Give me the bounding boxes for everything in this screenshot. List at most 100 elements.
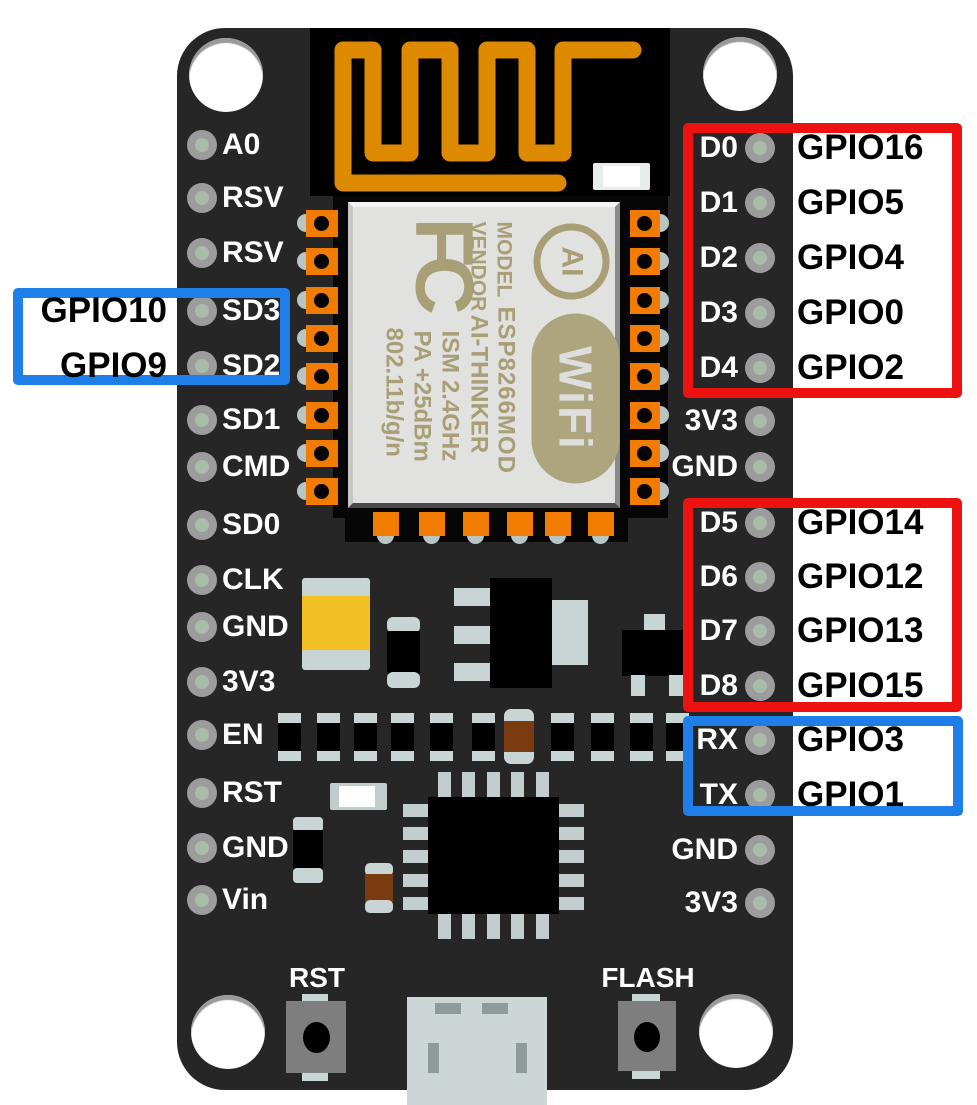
pin-hole-left-clk bbox=[187, 565, 217, 595]
pin-label-right-d6: D6 bbox=[699, 560, 738, 593]
pin-hole-left-sd3 bbox=[187, 296, 217, 326]
pin-hole-core bbox=[753, 361, 767, 375]
rst-button-tab-top bbox=[302, 994, 328, 1003]
black-cap-band-top bbox=[387, 617, 420, 633]
gpio-label-gpio15: GPIO15 bbox=[797, 666, 924, 705]
pin-label-left-a0: A0 bbox=[222, 128, 261, 161]
sot23-transistor-body bbox=[622, 630, 684, 676]
module-pad-via bbox=[314, 408, 329, 423]
pin-hole-core bbox=[753, 570, 767, 584]
ic-leg bbox=[403, 850, 428, 863]
pin-label-left-vin: Vin bbox=[222, 883, 269, 916]
pin-hole-right-d6 bbox=[745, 562, 775, 592]
usb-shell-tab bbox=[428, 1043, 439, 1073]
usb-shell-tab bbox=[516, 1043, 527, 1073]
module-castellated-pad bbox=[373, 512, 399, 536]
ic-leg bbox=[438, 772, 451, 797]
pin-label-left-cmd: CMD bbox=[222, 450, 291, 483]
gpio-label-gpio14: GPIO14 bbox=[797, 503, 924, 542]
pin-hole-core bbox=[195, 460, 209, 474]
pin-hole-core bbox=[195, 413, 209, 427]
module-castellated-pad bbox=[588, 512, 614, 536]
silk-vendor-value: AI-THINKER bbox=[465, 314, 493, 454]
silk-model-value: ESP8266MOD bbox=[492, 306, 520, 474]
flash-button-tab-top bbox=[632, 994, 660, 1003]
wifi-antenna-trace bbox=[334, 41, 642, 192]
white-led-core bbox=[339, 786, 375, 807]
pin-label-left-sd3: SD3 bbox=[222, 294, 281, 327]
module-pad-via bbox=[637, 446, 652, 461]
module-pad-via bbox=[637, 254, 652, 269]
mounting-hole-bottom-left bbox=[191, 995, 265, 1069]
ic-leg bbox=[462, 772, 475, 797]
pin-hole-core bbox=[753, 196, 767, 210]
brown-cap-band-bottom bbox=[365, 900, 393, 913]
pin-label-right-d3: D3 bbox=[699, 296, 738, 329]
module-pad-via bbox=[637, 216, 652, 231]
pin-hole-left-en bbox=[187, 720, 217, 750]
ic-leg bbox=[438, 914, 451, 939]
gpio-label-gpio16: GPIO16 bbox=[797, 128, 924, 167]
ic-leg bbox=[511, 914, 524, 939]
gpio-label-gpio12: GPIO12 bbox=[797, 557, 924, 596]
ic-leg bbox=[487, 772, 500, 797]
ic-leg bbox=[403, 897, 428, 910]
pin-hole-core bbox=[195, 620, 209, 634]
ic-leg bbox=[536, 772, 549, 797]
pin-label-left-clk: CLK bbox=[222, 563, 284, 596]
ai-thinker-logo-icon: AI bbox=[533, 223, 610, 300]
pin-hole-right-d1 bbox=[745, 188, 775, 218]
pin-label-left-sd1: SD1 bbox=[222, 403, 281, 436]
brown-cap-band-top bbox=[365, 863, 393, 876]
yellow-cap-band-top bbox=[302, 578, 370, 598]
module-pad-via bbox=[314, 216, 329, 231]
module-pad-via bbox=[637, 293, 652, 308]
smd-resistor bbox=[630, 713, 653, 761]
module-pad-via bbox=[637, 408, 652, 423]
module-pad-via bbox=[314, 293, 329, 308]
smd-resistor bbox=[472, 713, 495, 761]
brown-cap-body bbox=[365, 874, 393, 902]
black-cap-body bbox=[387, 631, 420, 674]
silk-80211-line: 802.11b/g/n bbox=[380, 327, 408, 457]
smd-resistor bbox=[591, 713, 614, 761]
pin-hole-core bbox=[753, 733, 767, 747]
gpio-label-gpio1: GPIO1 bbox=[797, 775, 904, 814]
smd-resistor bbox=[354, 713, 377, 761]
gpio-label-gpio4: GPIO4 bbox=[797, 238, 904, 277]
pin-hole-core bbox=[195, 675, 209, 689]
gpio-label-gpio0: GPIO0 bbox=[797, 293, 904, 332]
pin-hole-right-3v3 bbox=[745, 406, 775, 436]
ic-leg bbox=[462, 914, 475, 939]
pin-hole-core bbox=[195, 191, 209, 205]
ic-leg bbox=[403, 874, 428, 887]
pin-hole-right-d5 bbox=[745, 508, 775, 538]
pin-label-right-d5: D5 bbox=[699, 506, 738, 539]
pin-hole-core bbox=[195, 246, 209, 260]
pin-hole-right-gnd bbox=[745, 835, 775, 865]
pin-label-left-sd0: SD0 bbox=[222, 508, 281, 541]
ic-leg bbox=[559, 827, 584, 840]
smd-resistor bbox=[317, 713, 340, 761]
pin-hole-core bbox=[195, 893, 209, 907]
pin-hole-right-d4 bbox=[745, 353, 775, 383]
esp-module-silkscreen: AI WiFi MODEL ESP8266MOD VENDOR AI-THINK… bbox=[377, 202, 620, 508]
silk-pa-line: PA +25dBm bbox=[408, 330, 436, 462]
rst-button-label: RST bbox=[289, 962, 345, 993]
smd-resistor bbox=[551, 713, 574, 761]
pin-hole-left-rsv bbox=[187, 183, 217, 213]
usb-solder-pad bbox=[482, 1003, 508, 1014]
pin-hole-left-vin bbox=[187, 885, 217, 915]
gpio-label-gpio9: GPIO9 bbox=[60, 346, 167, 385]
ic-leg bbox=[559, 897, 584, 910]
pin-hole-right-tx bbox=[745, 780, 775, 810]
module-pad-via bbox=[314, 331, 329, 346]
pin-hole-core bbox=[195, 304, 209, 318]
pin-label-right-d1: D1 bbox=[699, 186, 738, 219]
pin-label-right-gnd: GND bbox=[671, 833, 738, 866]
pin-label-right-3v3: 3V3 bbox=[684, 404, 738, 437]
pin-hole-core bbox=[753, 896, 767, 910]
module-castellated-pad bbox=[545, 512, 571, 536]
antenna-matching-component-core bbox=[603, 166, 640, 187]
